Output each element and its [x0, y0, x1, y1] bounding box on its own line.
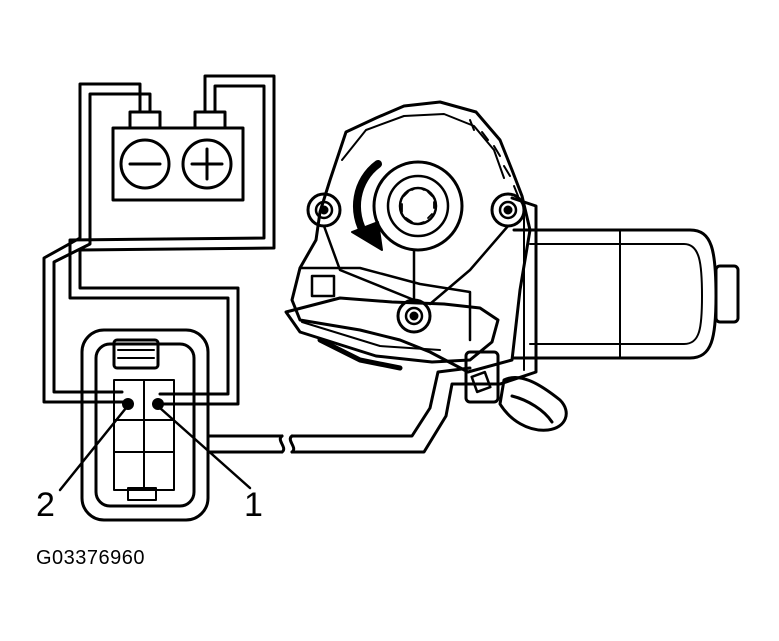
- output-gear-outer: [372, 160, 464, 252]
- terminal-1-label: 1: [244, 486, 263, 524]
- connector-key: [127, 487, 157, 501]
- wiring-harness: [206, 366, 472, 454]
- positive-lead-inner: [68, 84, 266, 396]
- connector-outer-shell: [80, 328, 210, 522]
- battery-post-positive: [193, 110, 227, 130]
- mount-bolt-upper-right: [490, 192, 526, 228]
- terminal-2-label: 2: [36, 486, 55, 524]
- grommet-shade: [510, 394, 554, 424]
- mount-bolt-lower: [396, 298, 432, 334]
- battery-negative-symbol-circle: [119, 138, 171, 190]
- rotation-arrow-icon: [351, 221, 383, 251]
- negative-lead-outer: [42, 82, 142, 404]
- leader-terminal-2: [58, 406, 128, 492]
- harness-break-left: [278, 434, 286, 454]
- terminal-2-pin: [122, 398, 134, 410]
- connector-latch: [112, 338, 160, 370]
- harness-clip-lock: [470, 370, 492, 394]
- linkage-arm: [284, 296, 500, 364]
- battery-body: [111, 126, 245, 202]
- test-leads: [42, 74, 276, 406]
- harness-clip: [464, 350, 500, 404]
- figure-id: G03376960: [36, 547, 146, 569]
- battery: [111, 110, 245, 202]
- linkage-arm-shade: [317, 337, 403, 371]
- bracket-line-1: [322, 224, 416, 302]
- motor-body: [512, 228, 718, 360]
- negative-lead-inner: [52, 92, 152, 394]
- gear-housing-rim: [341, 113, 505, 179]
- motor-body-inner: [529, 243, 703, 345]
- positive-lead-outer: [78, 74, 276, 406]
- output-gear-boss: [386, 174, 450, 238]
- gear-housing-outline: [290, 100, 532, 374]
- battery-post-negative: [128, 110, 162, 130]
- harness-break-right: [288, 434, 296, 454]
- battery-positive-symbol-circle: [181, 138, 233, 190]
- bracket-line-2: [428, 224, 510, 306]
- housing-texture: [469, 119, 519, 197]
- harness-continue-upper: [290, 366, 472, 438]
- label-leaders: [58, 406, 252, 492]
- grommet: [498, 375, 568, 432]
- output-shaft-teeth: [401, 187, 435, 225]
- motor-end-cap: [714, 264, 740, 324]
- bracket-tab: [310, 274, 336, 298]
- harness-continue-lower: [290, 382, 472, 454]
- leader-terminal-1: [158, 406, 252, 490]
- motor-connector: [80, 328, 210, 522]
- wiper-motor: [284, 100, 740, 432]
- connector-inner-shell: [94, 342, 196, 508]
- terminal-1-pin: [152, 398, 164, 410]
- linkage-arm-inner: [301, 321, 441, 351]
